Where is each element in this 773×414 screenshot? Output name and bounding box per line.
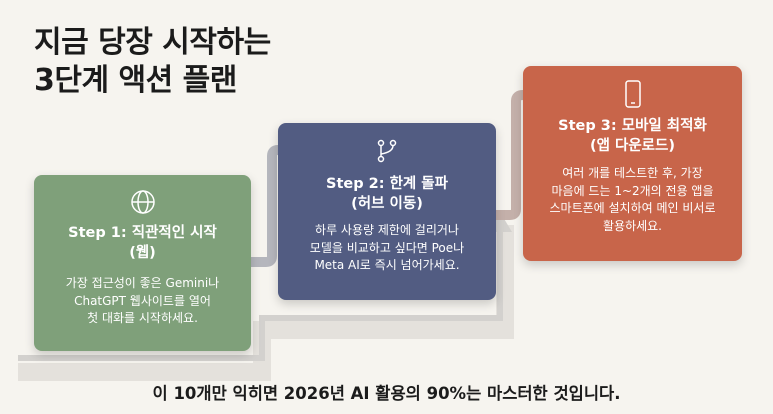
footer-caption: 이 10개만 익히면 2026년 AI 활용의 90%는 마스터한 것입니다. <box>152 384 621 403</box>
step-1-card: Step 1: 직관적인 시작 (웹) 가장 접근성이 좋은 Gemini나 C… <box>34 175 251 351</box>
smartphone-icon <box>624 80 641 108</box>
step-1-heading: Step 1: 직관적인 시작 (웹) <box>68 225 217 261</box>
step-2-heading: Step 2: 한계 돌파 (허브 이동) <box>326 176 448 212</box>
title-line-2: 3단계 액션 플랜 <box>34 63 237 98</box>
step-1-description: 가장 접근성이 좋은 Gemini나 ChatGPT 웹사이트를 열어 첫 대화… <box>65 276 220 325</box>
branch-icon <box>377 139 397 163</box>
title-line-1: 지금 당장 시작하는 <box>34 25 271 60</box>
step-3-heading: Step 3: 모바일 최적화 (앱 다운로드) <box>558 118 707 154</box>
globe-icon <box>130 190 155 214</box>
step-2-description: 하루 사용량 제한에 걸리거나 모델을 비교하고 싶다면 Poe나 Meta A… <box>309 223 465 272</box>
step-3-card: Step 3: 모바일 최적화 (앱 다운로드) 여러 개를 테스트한 후, 가… <box>523 66 742 261</box>
page-title: 지금 당장 시작하는 3단계 액션 플랜 <box>34 24 271 100</box>
step-2-card: Step 2: 한계 돌파 (허브 이동) 하루 사용량 제한에 걸리거나 모델… <box>278 123 496 300</box>
step-3-description: 여러 개를 테스트한 후, 가장 마음에 드는 1~2개의 전용 앱을 스마트폰… <box>549 166 716 233</box>
